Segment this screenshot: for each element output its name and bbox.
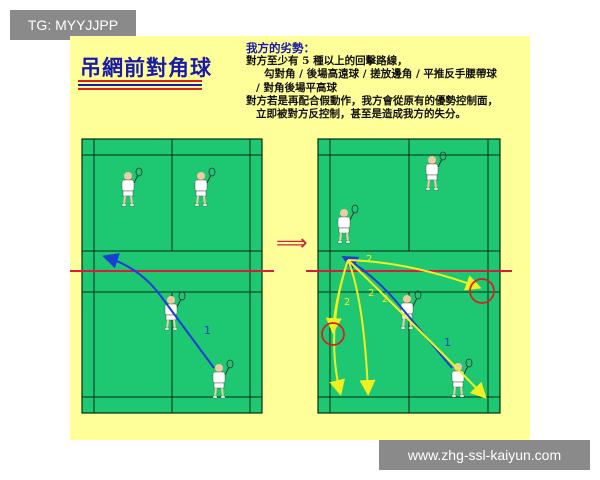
right-court bbox=[317, 138, 501, 414]
notes-line: / 對角後場平高球 bbox=[256, 81, 337, 94]
path-label: 2 bbox=[368, 288, 374, 299]
shot-path-blue bbox=[102, 253, 215, 369]
return-path-yellow bbox=[347, 259, 482, 291]
notes-line: 對方若是再配合假動作，我方會從原有的優勢控制面， bbox=[246, 94, 498, 107]
notes-line: 對方至少有 5 種以上的回擊路線， bbox=[246, 55, 408, 68]
left-court bbox=[81, 138, 263, 414]
highlight-circle bbox=[469, 278, 495, 304]
watermark-top: TG: MYYJJPP bbox=[10, 10, 136, 40]
diagram-title: 吊網前對角球 bbox=[80, 55, 212, 80]
path-label: 2 bbox=[344, 297, 350, 308]
watermark-bottom: www.zhg-ssl-kaiyun.com bbox=[379, 440, 590, 470]
transition-arrow-icon: ⟹ bbox=[276, 231, 308, 256]
return-path-yellow bbox=[347, 259, 376, 396]
return-path-yellow bbox=[329, 259, 349, 396]
notes-heading: 我方的劣勢： bbox=[246, 41, 315, 55]
return-path-yellow bbox=[347, 259, 487, 399]
title-underline bbox=[78, 84, 202, 86]
highlight-circle bbox=[321, 322, 345, 346]
path-label: 2 bbox=[382, 294, 388, 305]
path-label: 1 bbox=[204, 324, 211, 337]
title-underline bbox=[78, 88, 202, 90]
notes-block: 我方的劣勢： 對方至少有 5 種以上的回擊路線， 勾對角 / 後場高遠球 / 搓… bbox=[246, 41, 498, 121]
notes-line: 勾對角 / 後場高遠球 / 搓放邊角 / 平推反手腰帶球 bbox=[264, 68, 497, 81]
title-underline bbox=[78, 80, 202, 82]
notes-line: 立即被對方反控制，甚至是造成我方的失分。 bbox=[256, 108, 466, 121]
path-label: 1 bbox=[444, 336, 451, 349]
path-label: 2 bbox=[366, 254, 372, 265]
